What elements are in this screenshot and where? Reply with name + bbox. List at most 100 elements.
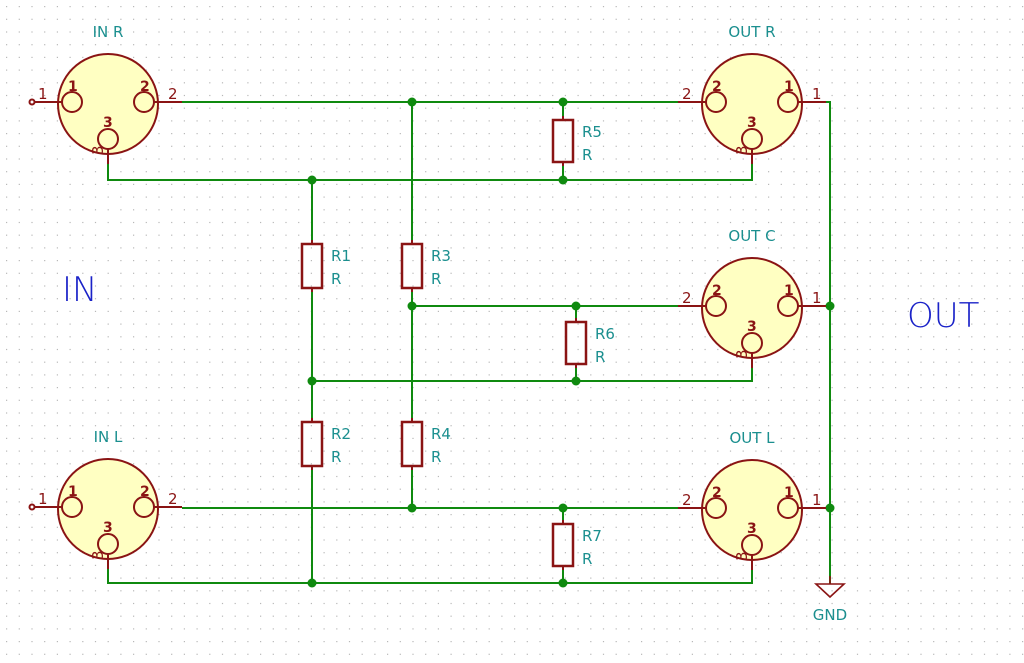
junction [558,97,568,107]
pin-number: 1 [38,490,48,508]
gnd-label: GND [813,606,847,624]
resistor-icon [400,242,424,290]
resistor-icon [564,320,588,366]
pin-number: 2 [168,85,178,103]
junction [825,503,835,513]
pin-number: 1 [68,79,78,95]
junction [407,503,417,513]
connector-ref: IN L [94,428,123,446]
connector-ref: IN R [93,23,124,41]
connector-out-c[interactable]: 2 1 3 2 1 3 OUT C [678,227,826,368]
junctions [307,97,835,588]
junction [307,578,317,588]
pin-number: 1 [812,85,822,103]
wire [107,566,753,584]
connector-in-r[interactable]: 1 2 3 1 2 3 IN R [28,23,183,164]
pin-number: 1 [784,485,794,501]
resistor-value: R [431,448,441,466]
resistor-ref: R7 [582,527,602,545]
xlr-connector-icon [701,257,803,359]
pin-number: 3 [747,319,757,335]
pin-number: 1 [68,484,78,500]
connector-ref: OUT L [729,429,775,447]
connector-out-l[interactable]: 2 1 3 2 1 3 OUT L [678,429,826,570]
resistor-ref: R4 [431,425,451,443]
connector-out-r[interactable]: 2 1 3 2 1 3 OUT R [678,23,826,164]
xlr-connector-icon [701,53,803,155]
resistor-value: R [431,270,441,288]
junction [558,175,568,185]
pin-number: 2 [682,289,692,307]
resistor-icon [551,522,575,568]
pin-number: 2 [682,491,692,509]
resistor-r1[interactable]: R1R [300,240,351,292]
pin-number: 3 [89,145,107,155]
pin-number: 3 [103,115,113,131]
resistor-icon [551,118,575,164]
junction [571,376,581,386]
wires [107,101,831,584]
gnd-symbol[interactable]: GND [813,576,847,624]
in-label: IN [62,270,97,310]
out-label: OUT [907,296,980,336]
pin-number: 1 [38,85,48,103]
pin-number: 2 [712,79,722,95]
pin-number: 3 [733,349,751,359]
junction [558,578,568,588]
pin-number: 2 [712,283,722,299]
connector-ref: OUT R [728,23,775,41]
pin-number: 2 [682,85,692,103]
grid-dots [6,6,1024,655]
resistor-r3[interactable]: R3R [400,240,451,292]
pin-number: 2 [168,490,178,508]
resistor-value: R [331,270,341,288]
pin-number: 2 [140,484,150,500]
resistor-value: R [582,146,592,164]
pin-number: 3 [103,520,113,536]
pin-number: 1 [812,289,822,307]
junction [407,97,417,107]
resistor-r6[interactable]: R6R [564,318,615,368]
unconnected-pin-icon [28,98,36,106]
connector-ref: OUT C [728,227,775,245]
resistor-ref: R6 [595,325,615,343]
junction [307,376,317,386]
wire [312,366,753,382]
pin-number: 3 [747,521,757,537]
resistor-r2[interactable]: R2R [300,418,351,470]
resistor-r5[interactable]: R5R [551,116,602,166]
pin-number: 3 [733,145,751,155]
resistor-value: R [331,448,341,466]
pin-number: 2 [712,485,722,501]
resistor-r4[interactable]: R4R [400,418,451,470]
junction [571,301,581,311]
resistor-icon [400,420,424,468]
xlr-connector-icon [57,458,159,560]
pin-number: 1 [812,491,822,509]
resistor-r7[interactable]: R7R [551,520,602,570]
pin-number: 3 [733,551,751,561]
pin-number: 2 [140,79,150,95]
resistor-ref: R1 [331,247,351,265]
pin-number: 1 [784,283,794,299]
junction [407,301,417,311]
pin-number: 3 [747,115,757,131]
unconnected-pin-icon [28,503,36,511]
resistor-ref: R5 [582,123,602,141]
resistor-icon [300,242,324,290]
junction [558,503,568,513]
pin-number: 1 [784,79,794,95]
resistor-value: R [595,348,605,366]
resistor-ref: R2 [331,425,351,443]
wire [107,163,753,181]
junction [825,301,835,311]
xlr-connector-icon [701,459,803,561]
resistor-ref: R3 [431,247,451,265]
ground-icon [813,583,847,599]
resistor-value: R [582,550,592,568]
junction [307,175,317,185]
